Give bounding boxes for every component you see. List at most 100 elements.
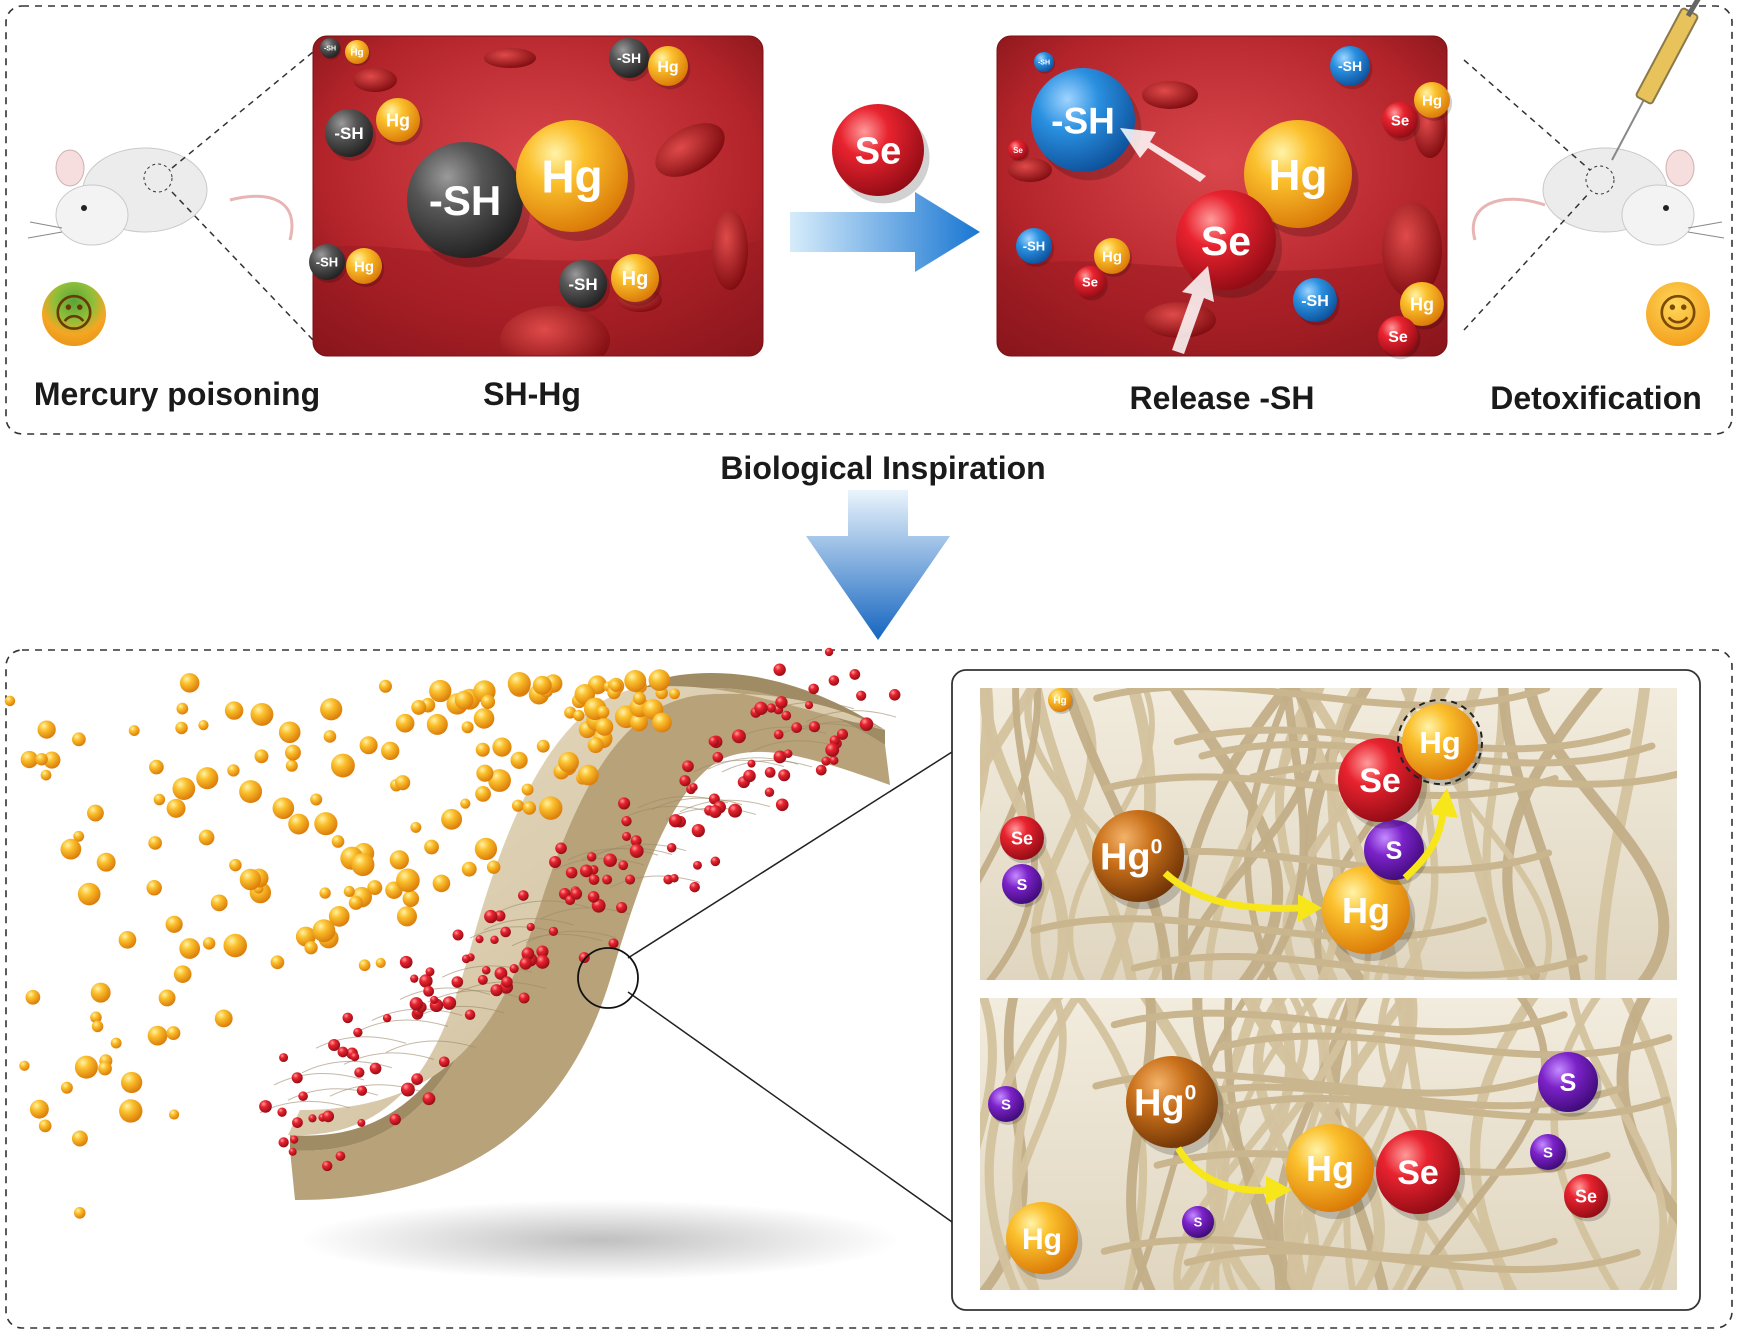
se-atom-tiny: Se (1008, 140, 1030, 162)
hg-atom-small: Hg (611, 254, 662, 306)
hg0-atom-bottom: Hg0 (1126, 1056, 1224, 1156)
sulfur-atom-bg: S (988, 1086, 1027, 1125)
reaction-arrow-bottom (1174, 1146, 1269, 1194)
process-arrow-vertical (806, 490, 950, 640)
hg-atom-top-captured: Hg (1402, 704, 1483, 787)
hg-atom-bg: Hg (1048, 688, 1074, 714)
sh-group-small-blue-label: -SH (1023, 239, 1045, 254)
sh-group-released: -SH (1031, 68, 1142, 181)
hg-atom-small: Hg (648, 46, 691, 90)
hg-atom-bound: Hg (1244, 120, 1359, 237)
sh-group-small: -SH (609, 38, 652, 82)
sh-group-released-label: -SH (1051, 100, 1115, 141)
sulfur-atom-bg-label: S (1001, 1096, 1011, 1113)
fibrous-membrane (288, 673, 890, 1200)
se-atom-middle-label: Se (855, 131, 901, 173)
hg-atom-bottom-bg-label: Hg (1022, 1223, 1062, 1256)
sh-group-small: -SH (559, 260, 610, 312)
se-atom-small: Se (1378, 316, 1421, 360)
sh-group-small: -SH (325, 109, 376, 161)
sulfur-atom-bottom: S (1538, 1052, 1602, 1117)
magnify-circle (577, 947, 639, 1009)
sulfur-atom-bg-label: S (1017, 877, 1028, 894)
se-atom-small-label: Se (1388, 329, 1408, 346)
se-atom-top-label: Se (1359, 762, 1401, 800)
hg0-atom-top: Hg0 (1092, 810, 1190, 910)
hg-atom-small-label: Hg (1410, 294, 1434, 314)
bottom-dashed-frame (5, 649, 1733, 1329)
happy-face-icon: ☺ (1646, 282, 1710, 346)
hg-atom-tiny: Hg (345, 40, 371, 66)
reaction-arrow-top-1 (1162, 870, 1301, 912)
caption-biological-inspiration: Biological Inspiration (720, 450, 1046, 486)
sh-group-tiny-blue: -SH (1034, 52, 1056, 74)
se-atom-bg-label: Se (1575, 1186, 1597, 1206)
hg-atom-small: Hg (346, 248, 385, 287)
highlight-dashed-circle (1397, 699, 1483, 785)
se-atom-tiny-label: Se (1013, 146, 1023, 155)
particle-cloud (4, 647, 901, 1219)
sh-group-small-blue: -SH (1330, 46, 1373, 90)
hg-atom-small: Hg (376, 98, 423, 146)
hg-atom-small-label: Hg (386, 110, 410, 130)
sulfur-atom-bg: S (1182, 1206, 1216, 1241)
sh-group-small-label: -SH (568, 275, 597, 294)
sulfur-atom-top-label: S (1386, 837, 1403, 865)
sh-group-small-blue: -SH (1293, 278, 1340, 326)
mouse-icon-left (27, 147, 294, 246)
sh-group-small: -SH (309, 244, 348, 283)
hg-atom-small-label: Hg (657, 59, 678, 76)
process-arrow-horizontal (790, 192, 980, 272)
se-atom-small: Se (1382, 102, 1421, 141)
se-atom-small-label: Se (1082, 275, 1098, 290)
sulfur-atom-bottom-label: S (1560, 1069, 1577, 1097)
reaction-arrow-top-2 (1402, 811, 1447, 881)
hg-atom-small-label: Hg (1102, 248, 1122, 265)
se-atom-middle: Se (832, 104, 930, 204)
se-atom-small-label: Se (1391, 112, 1409, 129)
sh-group-small-blue-label: -SH (1301, 293, 1329, 310)
hg-atom-top-adsorbed-label: Hg (1342, 890, 1390, 931)
sh-group-small-label: -SH (316, 255, 338, 270)
hg-atom-bottom-adsorbed-label: Hg (1306, 1148, 1354, 1189)
hg-atom-small-label: Hg (622, 268, 649, 290)
hg-atom-bound-label: Hg (1269, 151, 1328, 200)
hg-atom-small-label: Hg (354, 258, 374, 275)
hg-atom-bg-label: Hg (1053, 696, 1066, 707)
sh-group-tiny-label: -SH (324, 46, 336, 53)
sh-group-small-blue: -SH (1016, 228, 1055, 267)
caption-mercury-poisoning: Mercury poisoning (33, 376, 321, 412)
hg-atom-large-label: Hg (541, 151, 602, 203)
hg-atom-small: Hg (1094, 238, 1133, 277)
se-atom-bottom-label: Se (1397, 1154, 1439, 1192)
se-atom-bg-label: Se (1011, 828, 1033, 848)
sulfur-atom-bg: S (1002, 864, 1045, 908)
release-arrow-upper (1120, 128, 1206, 182)
caption-sh-hg: SH-Hg (483, 376, 581, 412)
hg-atom-top-adsorbed: Hg (1322, 866, 1416, 962)
se-atom-bottom: Se (1376, 1130, 1466, 1221)
sh-group-small-label: -SH (617, 50, 641, 66)
se-atom-bg: Se (1564, 1174, 1611, 1222)
sh-group-tiny: -SH (320, 38, 342, 60)
release-arrow-lower (1172, 266, 1214, 354)
sulfur-atom-bg-label: S (1543, 1144, 1553, 1161)
syringe-icon (1611, 0, 1701, 161)
sh-group-large: -SH (407, 142, 530, 268)
sh-group-small-label: -SH (334, 124, 363, 143)
hg-atom-small: Hg (1414, 82, 1453, 121)
sh-group-small-blue-label: -SH (1338, 58, 1362, 74)
caption-release-sh: Release -SH (1129, 380, 1315, 416)
top-dashed-frame (5, 5, 1733, 435)
sulfur-atom-bg-label: S (1194, 1215, 1203, 1230)
se-atom-bg: Se (1000, 816, 1047, 864)
hg-atom-small: Hg (1400, 282, 1447, 330)
caption-detoxification: Detoxification (1490, 380, 1702, 416)
sh-group-tiny-blue-label: -SH (1038, 60, 1050, 67)
hg-atom-tiny-label: Hg (350, 48, 363, 59)
mouse-icon-right (1471, 147, 1725, 246)
se-atom-bound-label: Se (1201, 218, 1251, 264)
hg-atom-bottom-adsorbed: Hg (1286, 1124, 1380, 1220)
